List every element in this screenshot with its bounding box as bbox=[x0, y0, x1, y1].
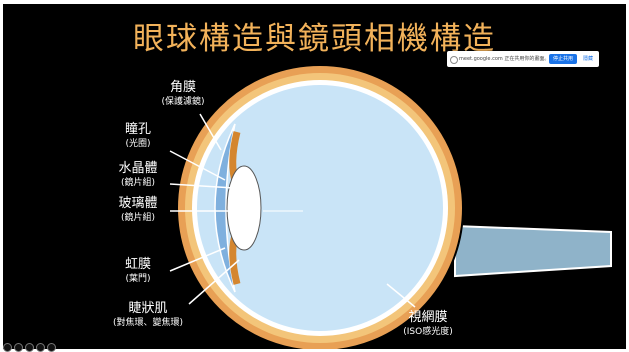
screen-share-notification: meet.google.com 正在共用你的畫面。 停止共用 隱藏 bbox=[447, 51, 599, 67]
pointer-lens bbox=[169, 183, 235, 189]
pointer-ciliary bbox=[188, 259, 240, 305]
label-iris: 虹膜 (葉門) bbox=[124, 257, 151, 284]
share-screen-icon bbox=[450, 56, 458, 64]
pointer-cornea bbox=[199, 113, 222, 151]
label-pupil: 瞳孔 (光圈) bbox=[124, 122, 151, 149]
vitreous-body bbox=[197, 85, 443, 331]
share-message: meet.google.com 正在共用你的畫面。 bbox=[459, 56, 550, 62]
control-dot-icon[interactable] bbox=[47, 343, 56, 352]
slide-title: 眼球構造與鏡頭相機構造 bbox=[133, 21, 496, 57]
control-dot-icon[interactable] bbox=[3, 343, 12, 352]
lens bbox=[226, 165, 262, 251]
pointer-pupil bbox=[169, 150, 226, 181]
pointer-retina bbox=[386, 283, 416, 308]
label-ciliary: 睫狀肌 (對焦環、變焦環) bbox=[112, 301, 184, 328]
control-dot-icon[interactable] bbox=[36, 343, 45, 352]
stop-sharing-button[interactable]: 停止共用 bbox=[549, 54, 577, 64]
hide-button[interactable]: 隱藏 bbox=[582, 56, 593, 62]
label-retina: 視網膜 (ISO感光度) bbox=[403, 310, 453, 337]
pointer-iris bbox=[169, 247, 226, 272]
optic-nerve bbox=[454, 224, 612, 278]
control-dot-icon[interactable] bbox=[25, 343, 34, 352]
eye-diagram bbox=[169, 64, 612, 349]
label-lens: 水晶體 (鏡片組) bbox=[118, 161, 158, 188]
player-controls bbox=[3, 343, 56, 352]
control-dot-icon[interactable] bbox=[14, 343, 23, 352]
label-vitreous: 玻璃體 (鏡片組) bbox=[118, 196, 158, 223]
label-cornea: 角膜 (保護濾鏡) bbox=[161, 80, 205, 107]
